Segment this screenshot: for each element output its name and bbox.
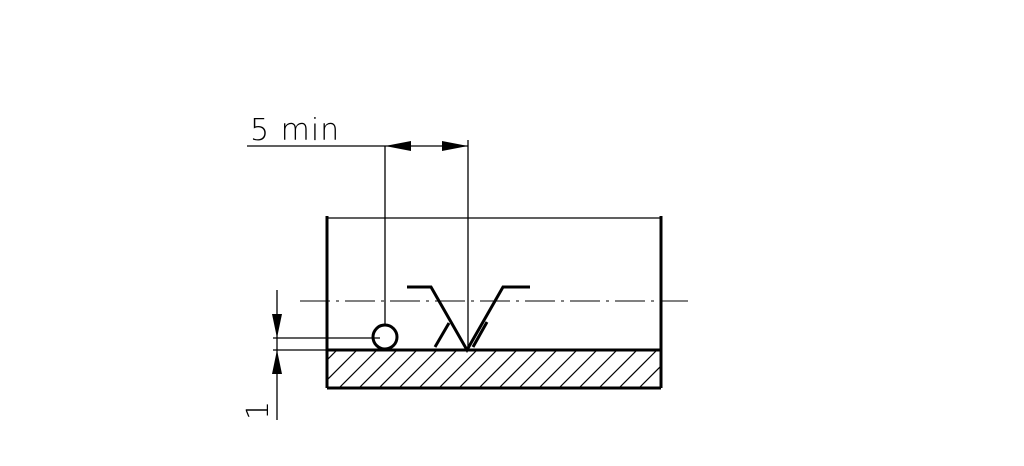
weld-profile-outer [407, 285, 530, 354]
hatch-line [539, 351, 577, 387]
hatch-line [559, 351, 597, 387]
arrow-right [442, 141, 468, 151]
hatch-line [339, 351, 377, 387]
hatch-line [328, 351, 357, 380]
hatch-line [439, 351, 477, 387]
hatch-line [599, 351, 637, 387]
arrow-left [385, 141, 411, 151]
hatch-line [579, 351, 617, 387]
dimension-label-1: 1 [241, 400, 276, 420]
weld-profile-left-leg [433, 322, 451, 348]
hatch-line [419, 351, 457, 387]
hatch-line [328, 351, 337, 360]
hatch-line [700, 351, 736, 387]
arrow-down [272, 314, 282, 338]
hatch-line [479, 351, 517, 387]
dimension-label-5min: 5 min [250, 113, 340, 148]
hatch-line [499, 351, 537, 387]
wire-circle [371, 323, 399, 351]
weld-profile-right-leg [471, 321, 489, 348]
hatch-line [399, 351, 437, 387]
vertical-dimension: 1 [241, 290, 380, 420]
hatch-line [619, 351, 657, 387]
horizontal-dimension: 5 min [247, 113, 469, 350]
hatch-line [519, 351, 557, 387]
hatch-line [680, 351, 716, 387]
hatch-line [459, 351, 497, 387]
arrow-up [272, 350, 282, 374]
base-plate-hatching [328, 351, 736, 387]
hatch-line [639, 366, 660, 387]
hatch-line [379, 351, 417, 387]
hatch-line [659, 386, 660, 387]
hatch-line [359, 351, 397, 387]
